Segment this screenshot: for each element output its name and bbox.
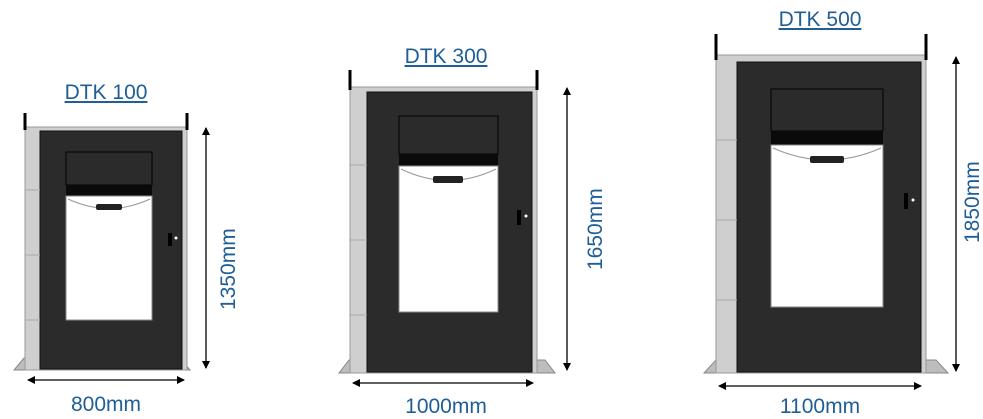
door-handle	[517, 210, 521, 225]
height-label-dtk-300: 1650mm	[584, 188, 607, 270]
dark-band	[771, 131, 883, 145]
control-display	[96, 204, 122, 210]
window-upper	[770, 88, 884, 132]
model-link-dtk-300[interactable]: DTK 300	[404, 45, 488, 68]
width-label-dtk-500: 1100mm	[779, 395, 861, 418]
cabinet-dtk-300	[337, 70, 571, 387]
cabinet-dtk-500	[702, 34, 960, 390]
door-lock-dot	[524, 214, 528, 218]
control-display	[433, 176, 463, 183]
height-label-dtk-100: 1350mm	[217, 228, 240, 310]
door-handle	[904, 193, 908, 209]
appliance-panel	[398, 165, 499, 313]
width-label-dtk-100: 800mm	[70, 393, 142, 416]
window-upper	[398, 115, 499, 155]
height-label-dtk-500: 1850mm	[961, 161, 983, 243]
model-link-dtk-500[interactable]: DTK 500	[778, 8, 862, 31]
dark-band	[399, 154, 498, 166]
dark-band	[66, 185, 152, 196]
door-lock-dot	[174, 236, 178, 240]
appliance-panel	[65, 195, 153, 321]
model-link-dtk-100[interactable]: DTK 100	[64, 81, 148, 104]
control-display	[810, 156, 844, 163]
width-label-dtk-300: 1000mm	[405, 395, 487, 418]
door-handle	[168, 233, 172, 246]
window-upper	[65, 151, 153, 186]
appliance-panel	[770, 144, 884, 308]
door-lock-dot	[911, 198, 915, 202]
cabinet-dtk-100	[12, 113, 210, 384]
